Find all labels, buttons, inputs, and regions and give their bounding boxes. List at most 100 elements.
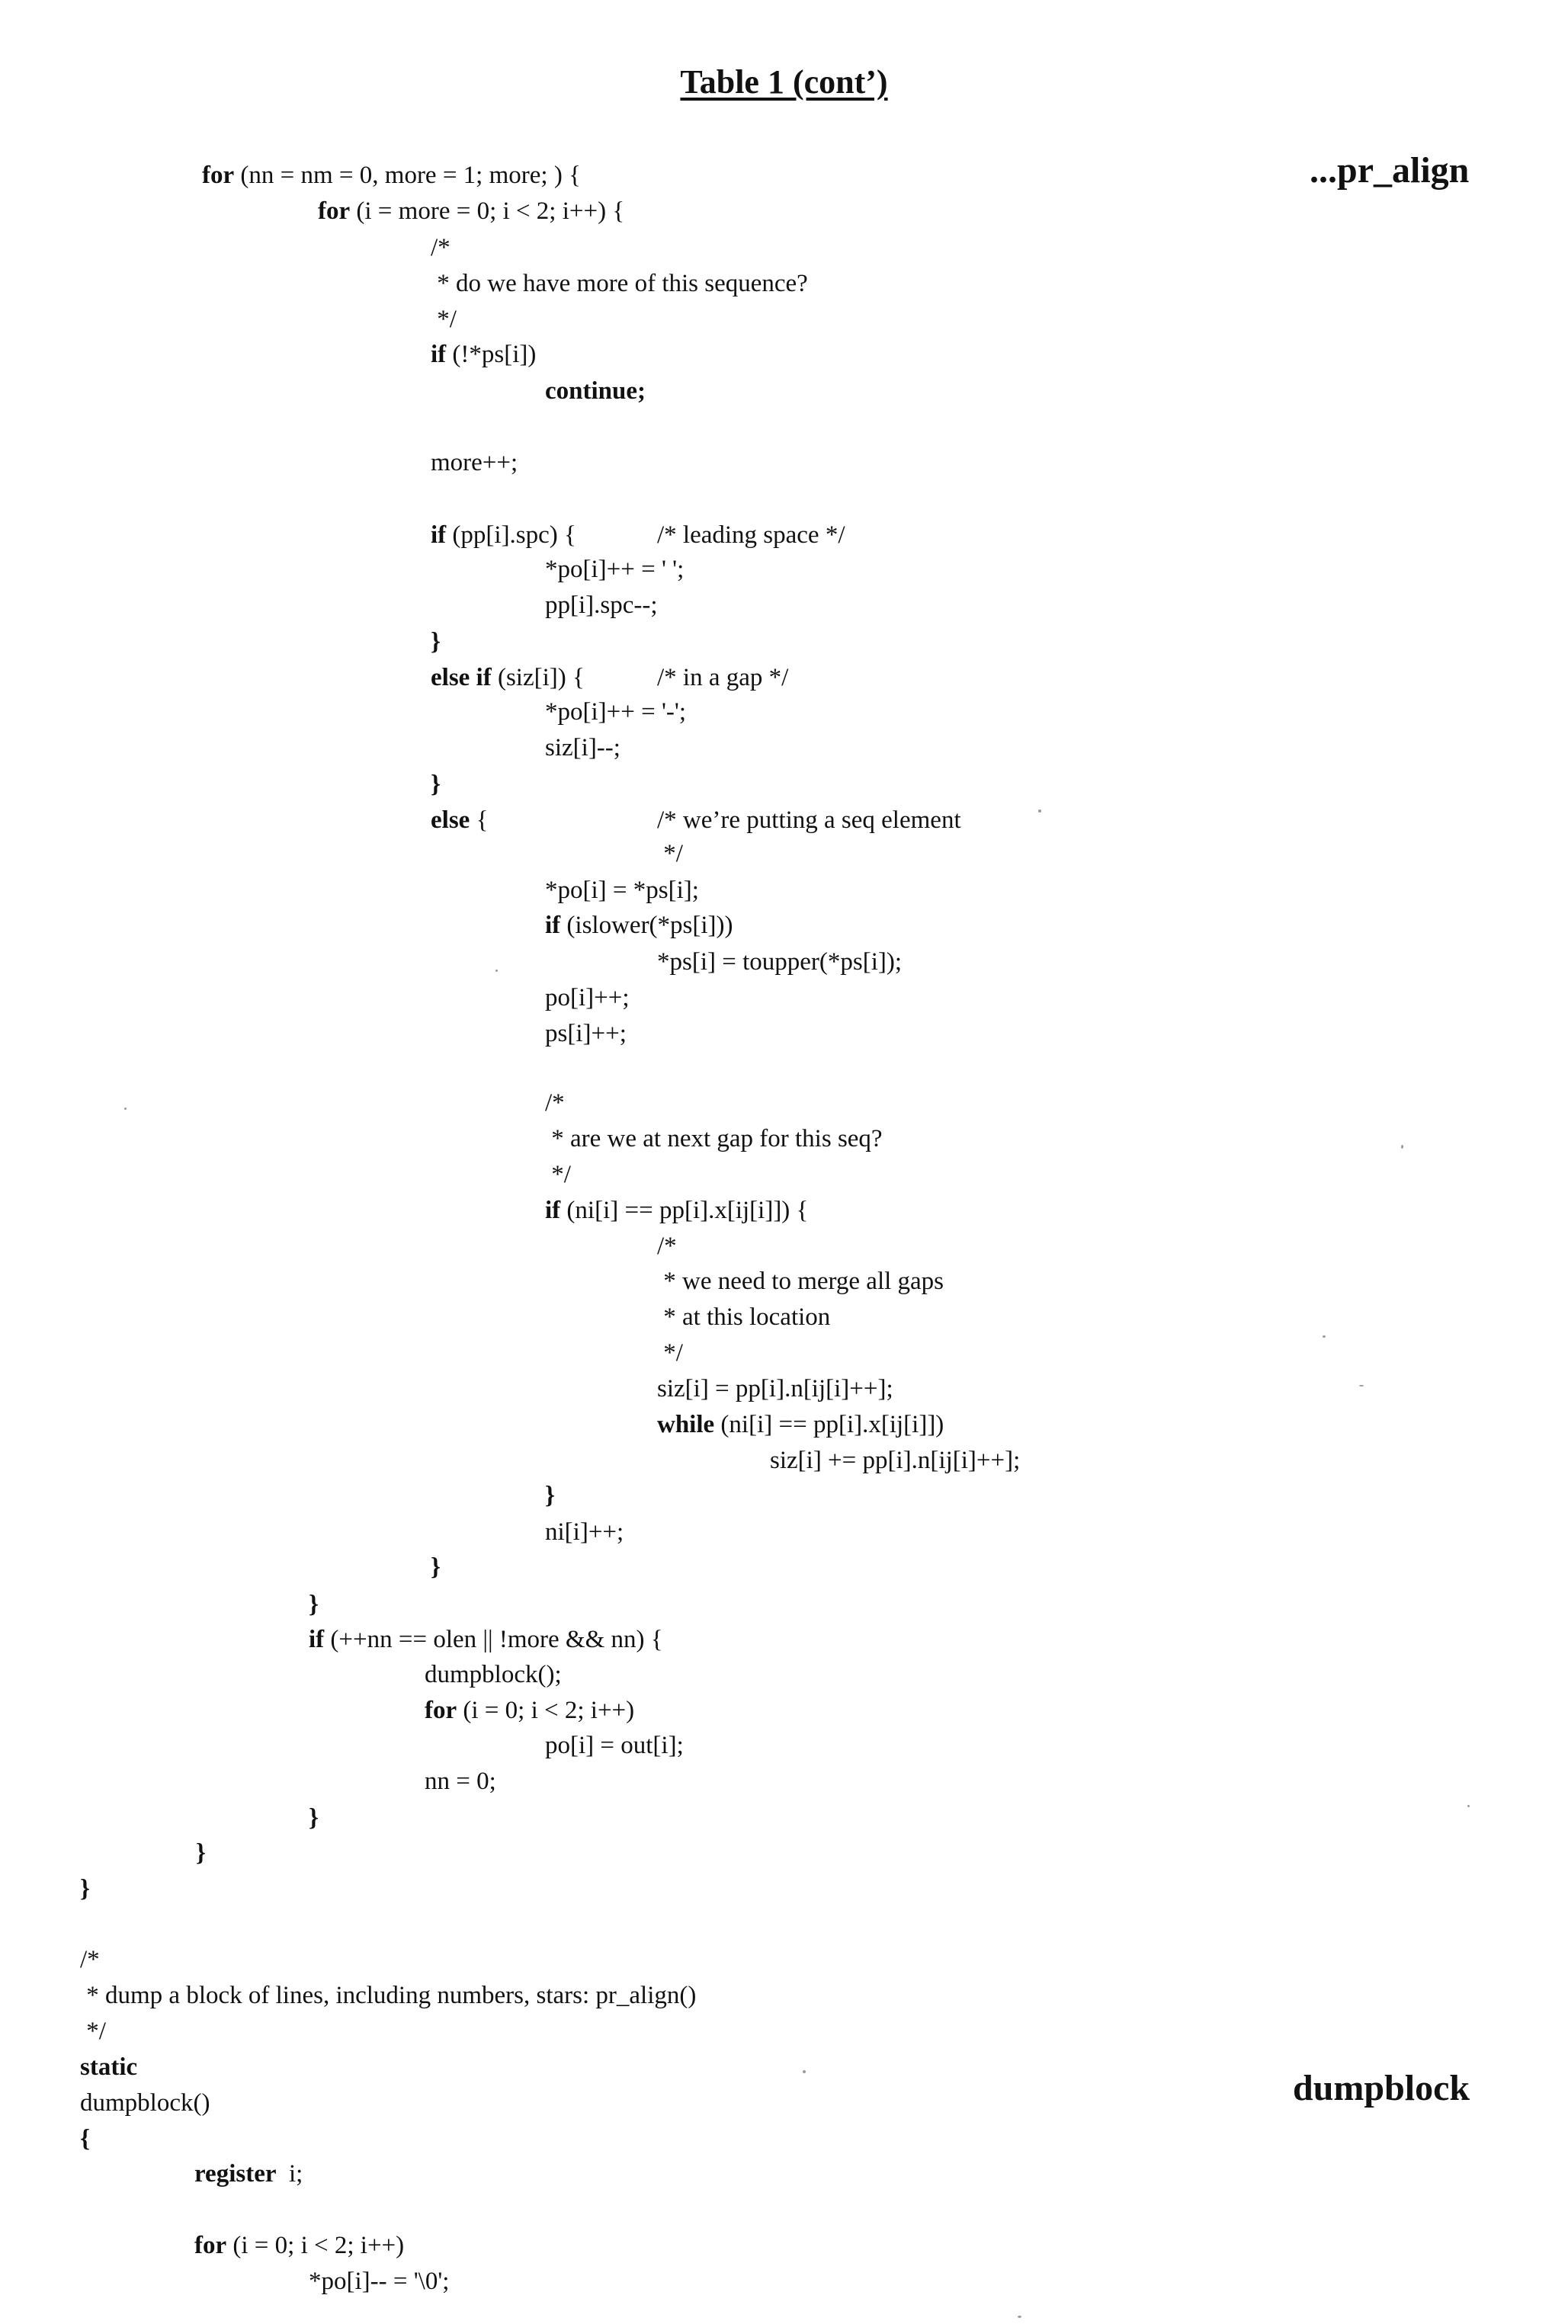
- code-text: (i = 0; i < 2; i++): [457, 1697, 634, 1724]
- code-line: ps[i]++;: [545, 1018, 627, 1049]
- code-line: }: [80, 1874, 90, 1904]
- code-text: siz[i] += pp[i].n[ij[i]++];: [770, 1447, 1020, 1474]
- code-keyword: }: [196, 1839, 206, 1867]
- code-text: */: [431, 306, 457, 333]
- code-text: (nn = nm = 0, more = 1; more; ) {: [234, 162, 581, 189]
- code-text: (i = 0; i < 2; i++): [226, 2232, 404, 2259]
- scan-speck: [1018, 2316, 1021, 2318]
- code-line: */: [545, 1159, 571, 1190]
- table-title: Table 1 (cont’): [0, 63, 1568, 101]
- code-keyword: else: [431, 806, 470, 834]
- code-line: static: [80, 2052, 137, 2082]
- code-text: (pp[i].spc) {: [446, 521, 576, 549]
- code-text: */: [80, 2018, 106, 2045]
- code-line: /* in a gap */: [657, 662, 788, 693]
- code-text: ni[i]++;: [545, 1518, 624, 1546]
- code-line: for (i = 0; i < 2; i++): [425, 1695, 634, 1726]
- code-text: /* we’re putting a seq element: [657, 806, 961, 834]
- code-text: i;: [277, 2160, 303, 2188]
- code-text: *po[i] = *ps[i];: [545, 877, 699, 904]
- code-line: if (pp[i].spc) {: [431, 520, 576, 550]
- code-text: ps[i]++;: [545, 1020, 627, 1047]
- code-text: (++nn == olen || !more && nn) {: [324, 1626, 662, 1653]
- code-line: */: [80, 2016, 106, 2047]
- scan-speck: [1359, 1385, 1364, 1386]
- code-text: dumpblock(): [80, 2089, 210, 2117]
- scan-speck: [803, 2070, 806, 2073]
- code-line: pp[i].spc--;: [545, 590, 658, 620]
- code-line: *po[i]++ = '-';: [545, 697, 686, 727]
- code-keyword: for: [318, 197, 350, 225]
- code-keyword: static: [80, 2053, 137, 2081]
- code-line: */: [657, 1338, 683, 1368]
- code-line: *po[i]-- = '\0';: [309, 2266, 449, 2297]
- code-line: register i;: [194, 2159, 303, 2189]
- code-keyword: if: [545, 1197, 560, 1224]
- code-line: * at this location: [657, 1302, 830, 1332]
- code-text: /*: [80, 1946, 100, 1973]
- code-line: /*: [431, 232, 451, 263]
- code-text: *po[i]-- = '\0';: [309, 2268, 449, 2295]
- code-line: continue;: [545, 376, 646, 406]
- code-keyword: }: [545, 1482, 555, 1509]
- code-line: dumpblock();: [425, 1659, 562, 1690]
- code-line: */: [657, 838, 683, 869]
- code-text: /*: [545, 1089, 565, 1117]
- code-text: /* in a gap */: [657, 664, 788, 691]
- code-line: if (!*ps[i]): [431, 339, 536, 370]
- function-label-pr-align: ...pr_align: [1310, 149, 1469, 191]
- code-line: /*: [545, 1088, 565, 1118]
- code-line: po[i]++;: [545, 982, 630, 1013]
- scan-speck: [124, 1108, 127, 1110]
- code-keyword: {: [80, 2125, 90, 2153]
- code-line: /*: [657, 1231, 677, 1261]
- code-keyword: if: [431, 521, 446, 549]
- code-line: for (i = more = 0; i < 2; i++) {: [318, 196, 624, 226]
- code-text: /*: [431, 234, 451, 261]
- scan-speck: [1038, 809, 1041, 813]
- code-text: po[i]++;: [545, 984, 630, 1011]
- code-line: dumpblock(): [80, 2088, 210, 2118]
- code-line: }: [545, 1480, 555, 1511]
- scan-speck: [1467, 1805, 1470, 1807]
- code-text: *ps[i] = toupper(*ps[i]);: [657, 948, 902, 976]
- code-keyword: for: [194, 2232, 226, 2259]
- code-line: po[i] = out[i];: [545, 1730, 684, 1761]
- code-line: nn = 0;: [425, 1766, 496, 1797]
- function-label-dumpblock: dumpblock: [1293, 2067, 1470, 2109]
- code-text: po[i] = out[i];: [545, 1732, 684, 1759]
- code-line: siz[i]--;: [545, 732, 620, 763]
- code-keyword: if: [431, 341, 446, 368]
- code-keyword: continue;: [545, 377, 646, 405]
- code-line: if (++nn == olen || !more && nn) {: [309, 1624, 663, 1655]
- code-line: }: [309, 1589, 319, 1620]
- code-text: (i = more = 0; i < 2; i++) {: [350, 197, 624, 225]
- code-line: }: [431, 627, 441, 657]
- code-line: if (islower(*ps[i])): [545, 910, 733, 941]
- code-line: else {: [431, 805, 488, 835]
- code-keyword: while: [657, 1411, 714, 1438]
- code-keyword: for: [202, 162, 234, 189]
- code-line: * are we at next gap for this seq?: [545, 1124, 883, 1154]
- code-text: *po[i]++ = ' ';: [545, 556, 684, 583]
- scan-speck: [1401, 1145, 1403, 1149]
- code-line: * dump a block of lines, including numbe…: [80, 1980, 696, 2011]
- code-line: *po[i] = *ps[i];: [545, 875, 699, 906]
- code-line: *ps[i] = toupper(*ps[i]);: [657, 947, 902, 977]
- code-text: nn = 0;: [425, 1768, 496, 1795]
- code-keyword: for: [425, 1697, 457, 1724]
- code-keyword: }: [431, 771, 441, 798]
- code-text: * dump a block of lines, including numbe…: [80, 1982, 696, 2009]
- code-text: * we need to merge all gaps: [657, 1268, 944, 1295]
- code-text: */: [657, 840, 683, 867]
- code-keyword: }: [309, 1591, 319, 1618]
- scan-speck: [495, 970, 498, 972]
- code-line: more++;: [431, 447, 518, 478]
- code-line: {: [80, 2124, 90, 2154]
- code-line: }: [431, 769, 441, 800]
- code-line: *po[i]++ = ' ';: [545, 554, 684, 585]
- code-keyword: register: [194, 2160, 277, 2188]
- code-text: (siz[i]) {: [492, 664, 585, 691]
- code-text: {: [470, 806, 488, 834]
- code-keyword: }: [431, 1553, 441, 1581]
